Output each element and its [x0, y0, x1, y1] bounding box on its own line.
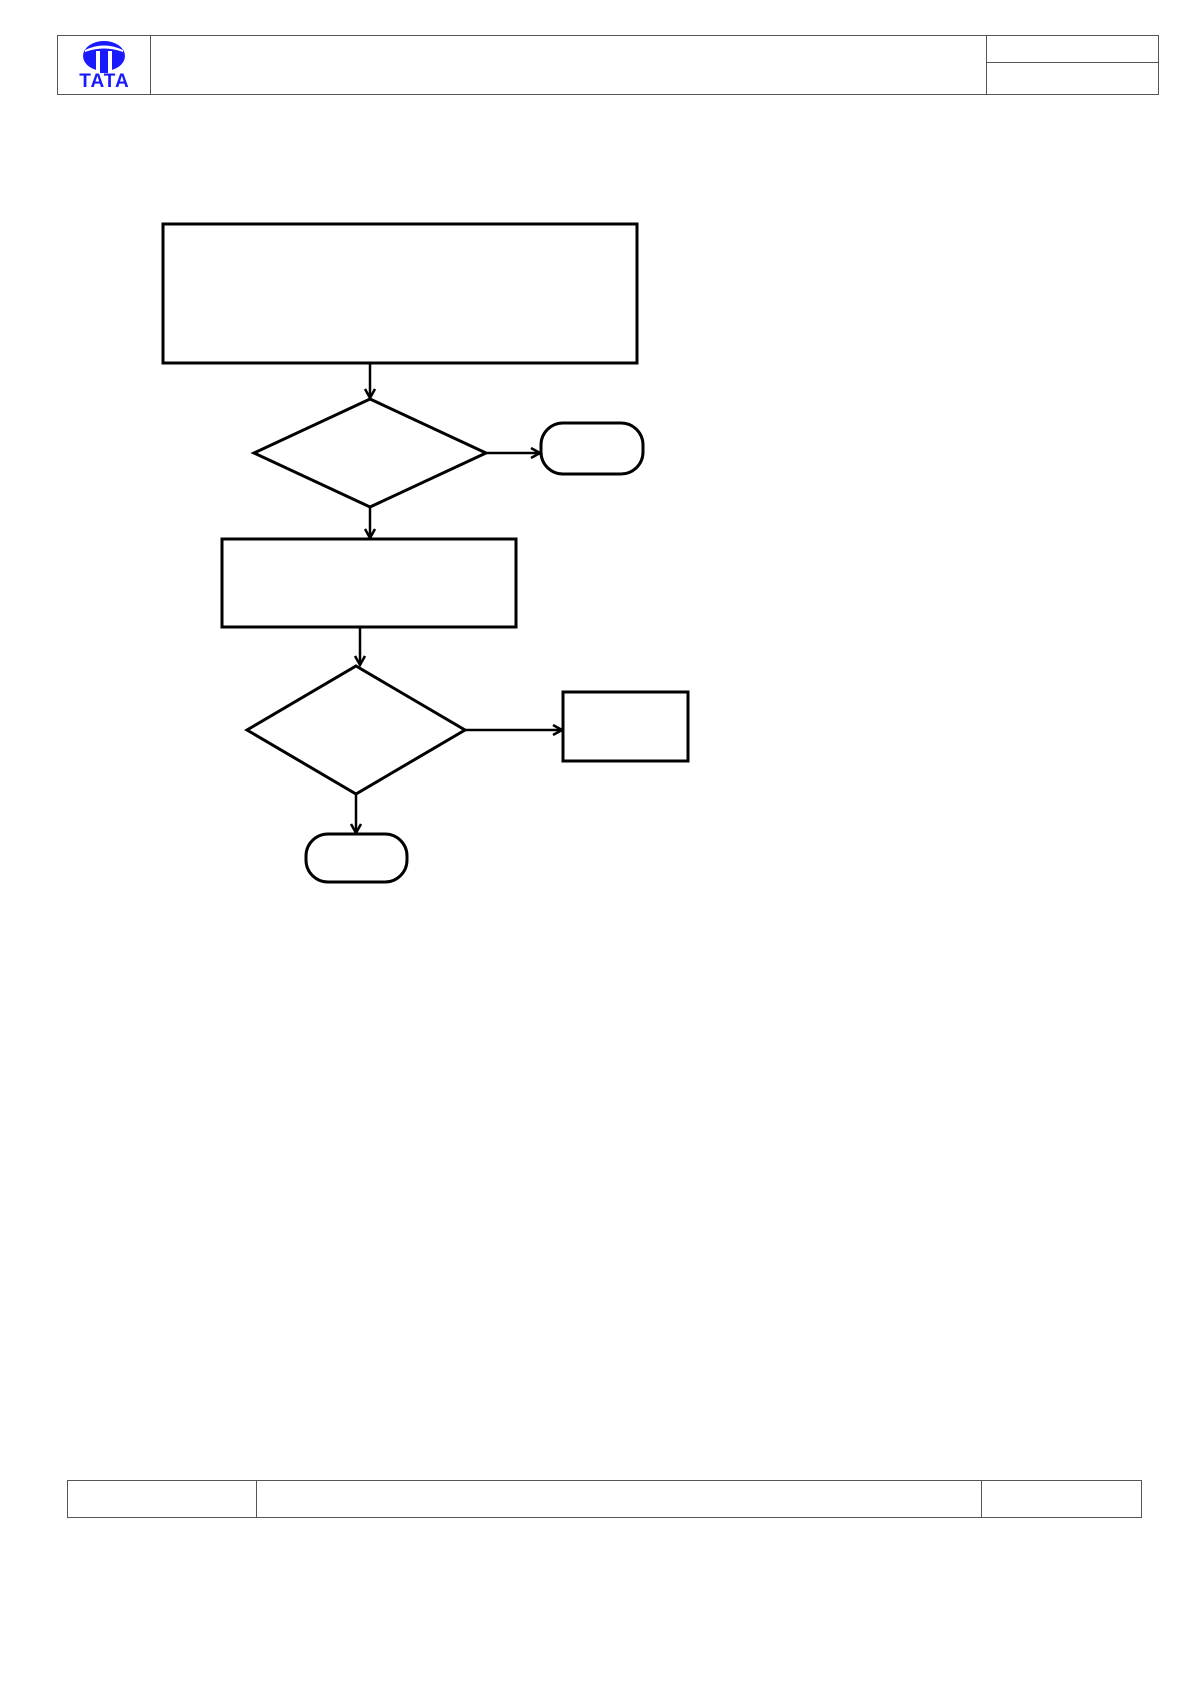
terminal-1-label	[541, 423, 643, 474]
document-footer	[67, 1480, 1142, 1518]
process-3-label	[563, 692, 688, 761]
process-box-1	[161, 222, 639, 365]
header-doc-info	[986, 36, 1158, 94]
logo-text: TATA	[79, 71, 130, 92]
footer-right	[981, 1481, 1141, 1517]
decision-2-label	[247, 666, 465, 794]
document-header: TATA	[57, 35, 1159, 95]
terminal-2-label	[306, 834, 407, 882]
footer-left	[68, 1481, 257, 1517]
tata-logo-icon	[83, 41, 125, 73]
logo-cell: TATA	[58, 36, 151, 94]
decision-1-label	[254, 399, 486, 507]
doc-field-top	[987, 36, 1158, 63]
footer-center	[257, 1481, 980, 1517]
process-1-label	[163, 224, 637, 363]
process-2-label	[222, 539, 516, 627]
